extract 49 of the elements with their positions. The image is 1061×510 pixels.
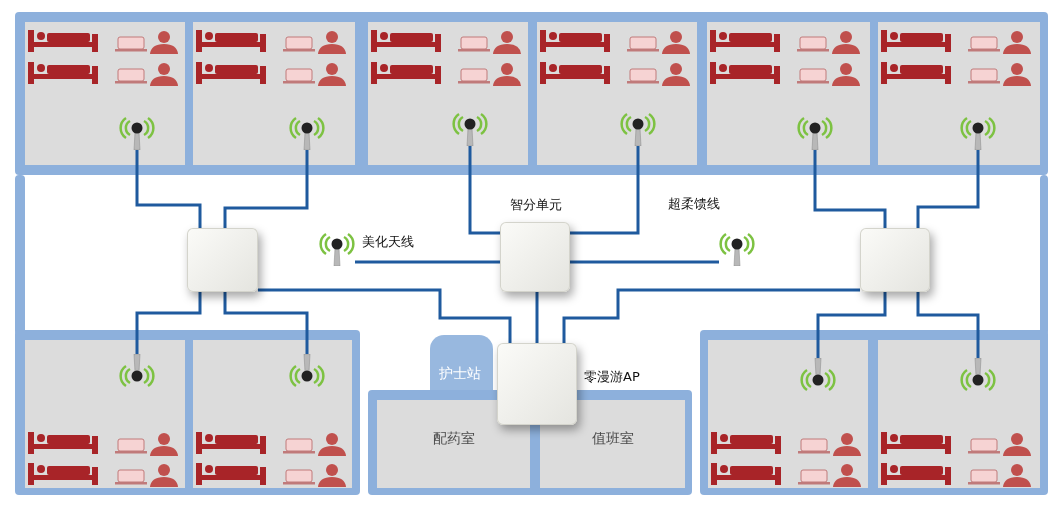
edge-label: 超柔馈线 xyxy=(668,195,720,213)
room-label: 配药室 xyxy=(431,430,476,448)
antenna-label: 美化天线 xyxy=(362,233,414,251)
room xyxy=(25,340,185,488)
room-label: 值班室 xyxy=(590,430,635,448)
room xyxy=(377,400,530,488)
room xyxy=(878,340,1040,488)
feeder-cable xyxy=(916,292,980,358)
antenna-icon xyxy=(797,114,833,150)
feeder-cable xyxy=(916,150,980,228)
feeder-cable xyxy=(355,260,500,264)
room xyxy=(193,340,352,488)
antenna-icon xyxy=(960,114,996,150)
room xyxy=(707,22,870,165)
room xyxy=(878,22,1040,165)
feeder-cable xyxy=(258,288,512,343)
room xyxy=(193,22,355,165)
antenna-icon xyxy=(119,114,155,150)
feeder-cable xyxy=(223,150,309,228)
splitter-box xyxy=(860,228,930,292)
device-label: 智分单元 xyxy=(510,196,562,214)
feeder-cable xyxy=(816,292,887,358)
antenna-icon xyxy=(119,354,155,390)
feeder-cable xyxy=(562,288,860,343)
nurse-station-area xyxy=(430,335,493,390)
splitter-box xyxy=(187,228,258,292)
antenna-icon xyxy=(289,114,325,150)
antenna-icon xyxy=(620,110,656,146)
feeder-cable xyxy=(535,292,539,343)
antenna-icon xyxy=(289,354,325,390)
room xyxy=(368,22,528,165)
antenna-icon xyxy=(452,110,488,146)
feeder-cable xyxy=(570,146,640,235)
room xyxy=(708,340,868,488)
antenna-icon xyxy=(319,230,355,266)
device-label: 零漫游AP xyxy=(584,368,640,386)
room xyxy=(537,22,697,165)
feeder-cable xyxy=(813,150,887,228)
feeder-cable xyxy=(223,292,309,354)
feeder-cable xyxy=(570,260,719,264)
feeder-cable xyxy=(135,150,202,228)
room xyxy=(25,22,185,165)
room xyxy=(540,400,685,488)
antenna-icon xyxy=(719,230,755,266)
feeder-cable xyxy=(468,146,500,235)
area-label: 护士站 xyxy=(439,365,481,383)
feeder-cable xyxy=(135,292,202,354)
antenna-icon xyxy=(800,358,836,394)
antenna-icon xyxy=(960,358,996,394)
